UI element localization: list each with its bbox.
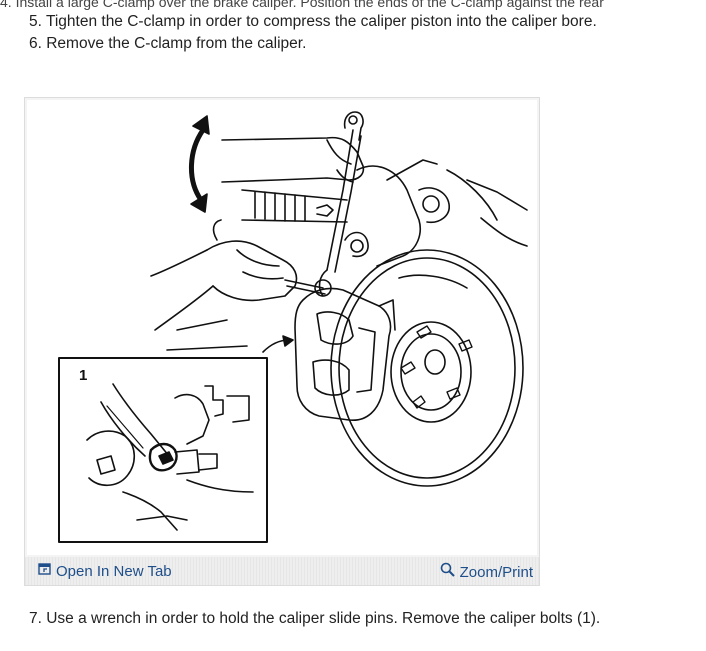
magnifier-icon [440,562,456,583]
inset-caliper-bolt-detail [86,383,254,531]
callout-number-1: 1 [79,367,87,384]
zoom-print-link[interactable]: Zoom/Print [440,562,533,583]
step-7-text: 7. Use a wrench in order to hold the cal… [29,610,601,627]
step-6-text: 6. Remove the C-clamp from the caliper. [29,35,307,52]
step-5-text: 5. Tighten the C-clamp in order to compr… [29,13,597,30]
zoom-print-label: Zoom/Print [459,563,533,581]
open-in-new-tab-icon [38,562,52,581]
open-in-new-tab-link[interactable]: Open In New Tab [38,562,172,581]
figure-toolbar: Open In New Tab Zoom/Print [25,557,539,585]
figure-container: 1 Open In New Tab Zoom/Print [24,97,540,586]
cut-off-step-text: 4. Install a large C-clamp over the brak… [0,0,604,10]
rotation-arrow-icon [188,115,210,213]
brake-caliper-illustration: 1 [27,100,537,555]
open-in-new-tab-label: Open In New Tab [56,562,172,580]
